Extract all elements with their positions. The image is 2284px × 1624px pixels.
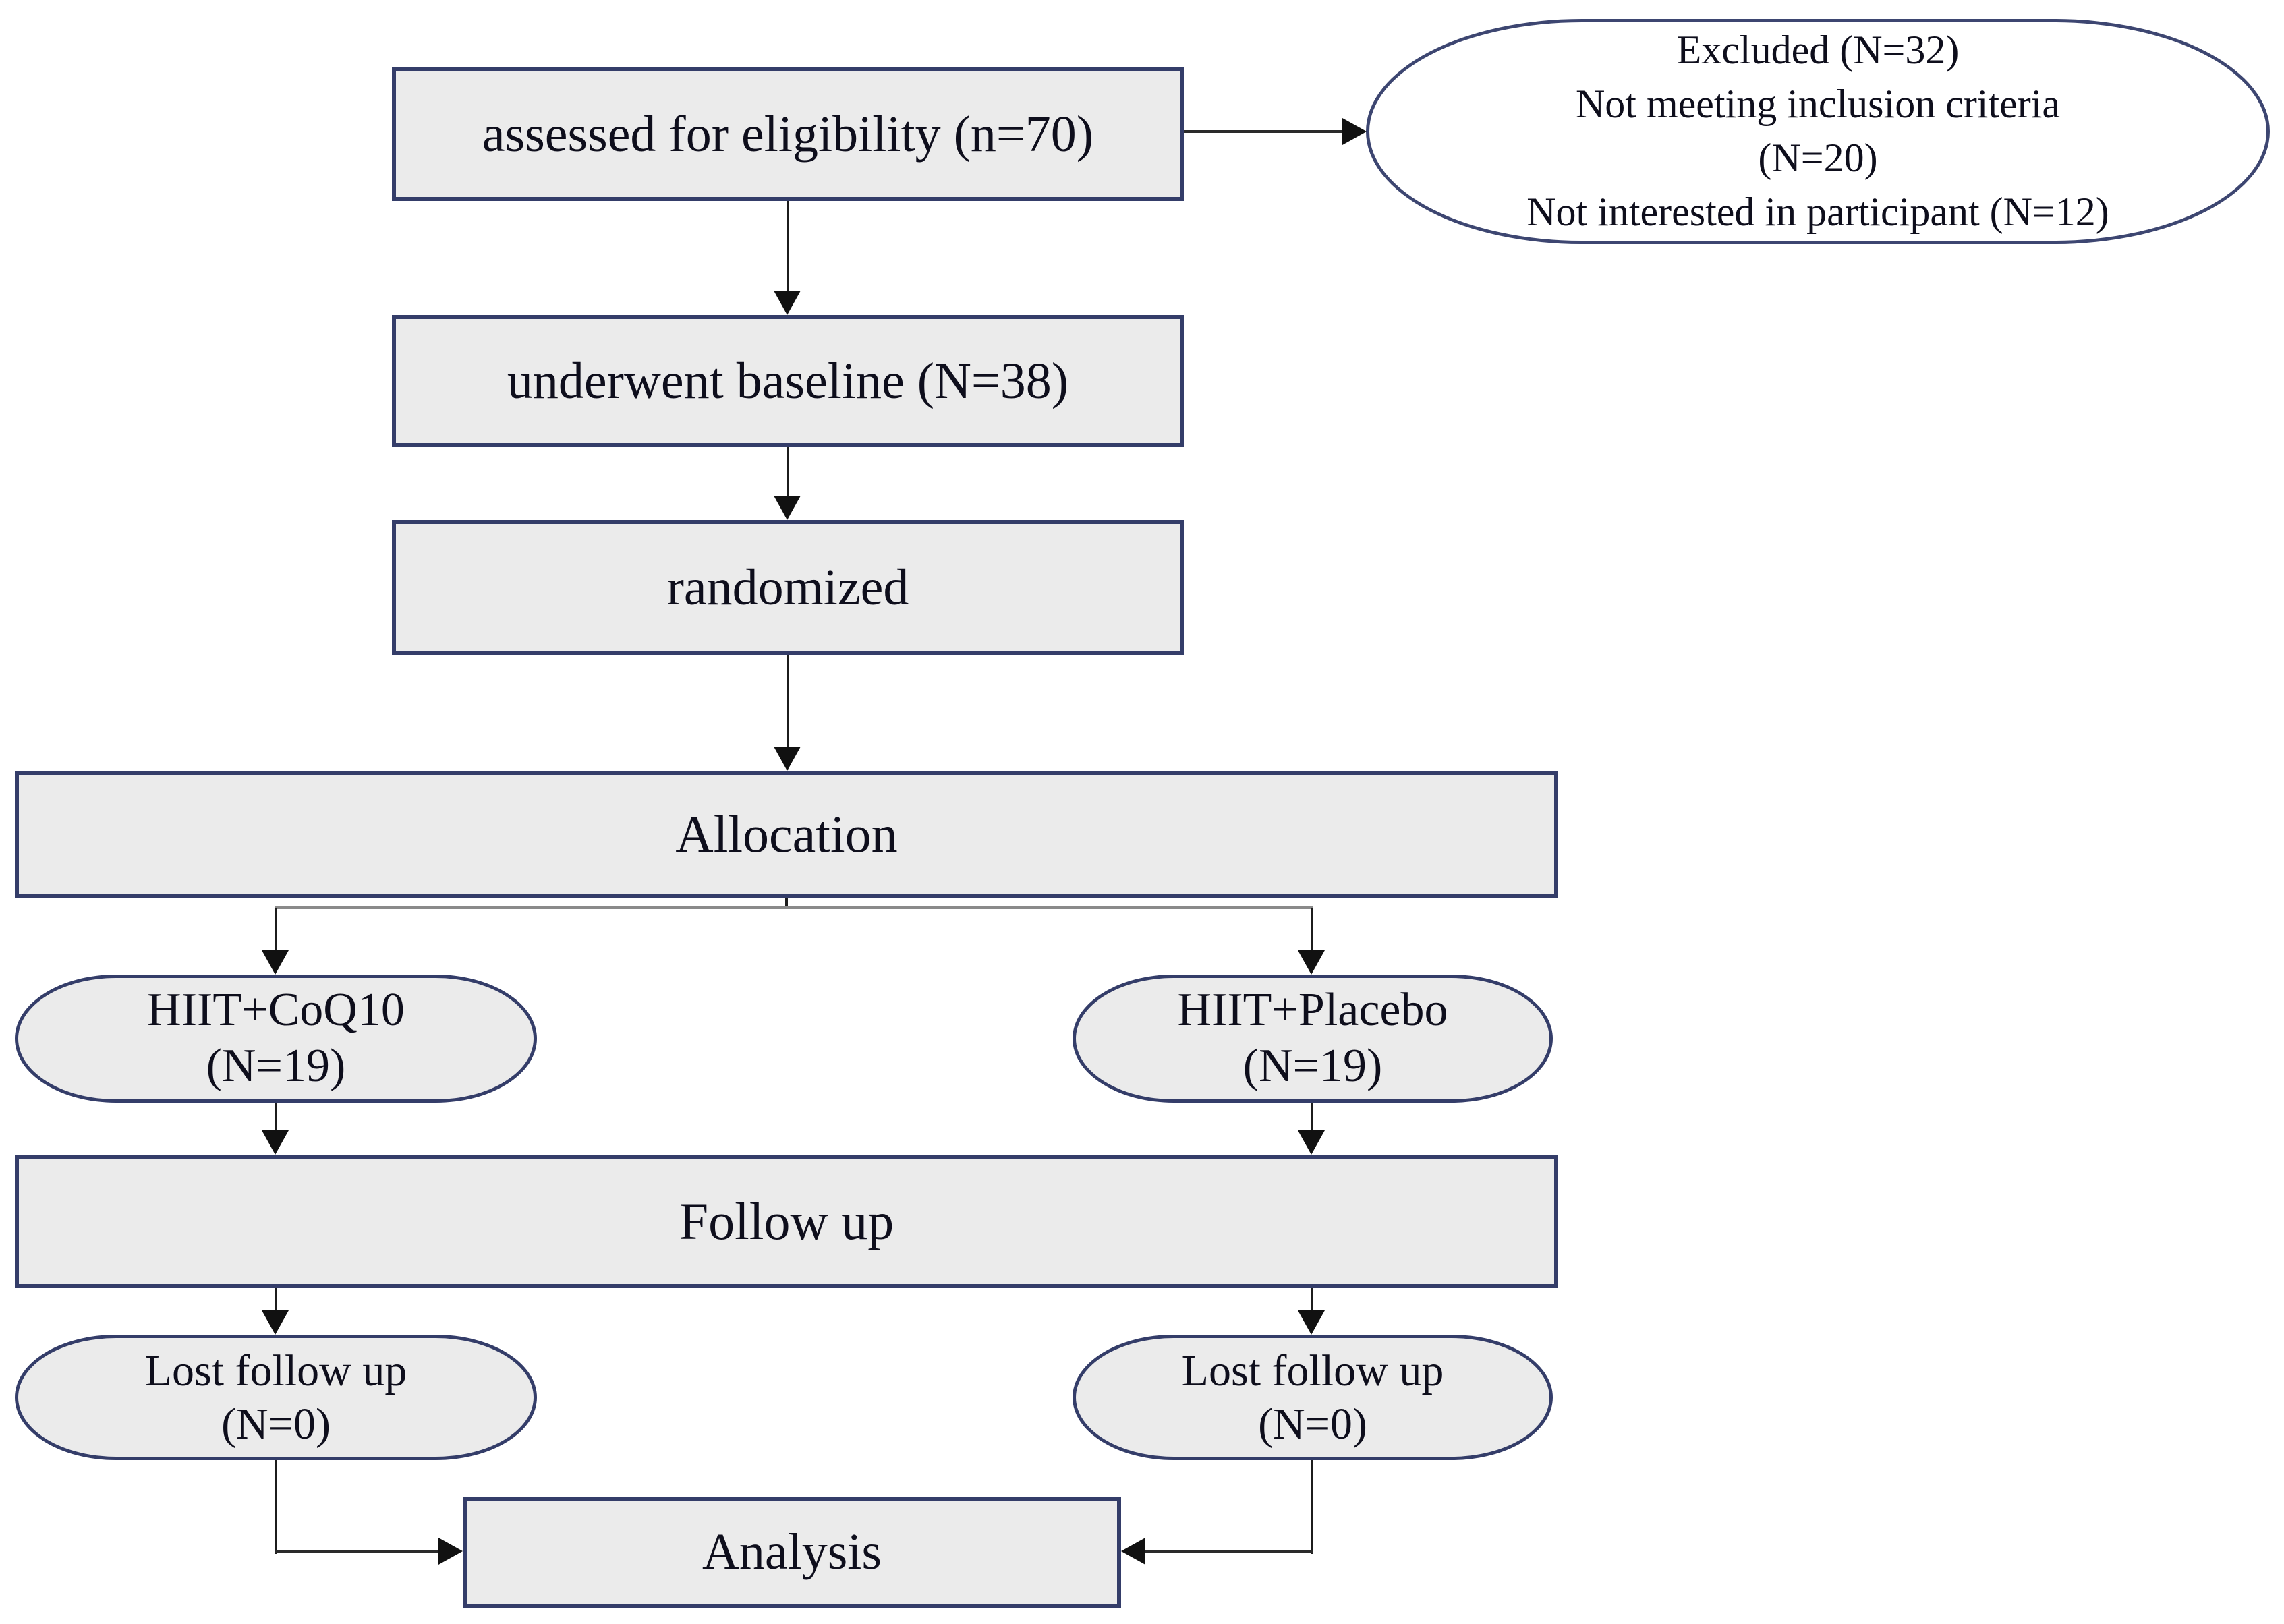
connector-coq10-to-followup: [275, 1103, 277, 1131]
arrowhead-down-icon: [1298, 950, 1325, 975]
connector-assessed-to-baseline: [787, 201, 789, 291]
node-label-line: (N=0): [221, 1399, 331, 1449]
node-label: randomized: [666, 558, 909, 616]
connector-lost-right-to-analysis: [1145, 1550, 1313, 1553]
arrowhead-down-icon: [262, 950, 289, 975]
node-label: Analysis: [702, 1524, 882, 1580]
node-label: Follow up: [679, 1192, 894, 1250]
arrowhead-right-icon: [1342, 118, 1367, 145]
node-label-line: HIIT+CoQ10: [147, 984, 405, 1037]
node-label-line: Not interested in participant (N=12): [1526, 189, 2109, 234]
arrowhead-down-icon: [774, 747, 801, 771]
node-assessed-for-eligibility: assessed for eligibility (n=70): [392, 67, 1184, 201]
connector-assessed-to-excluded: [1184, 130, 1344, 133]
arrowhead-left-icon: [1121, 1538, 1145, 1565]
arrowhead-down-icon: [1298, 1130, 1325, 1155]
node-lost-follow-up-left: Lost follow up (N=0): [15, 1335, 537, 1460]
connector-baseline-to-randomized: [787, 447, 789, 496]
node-underwent-baseline: underwent baseline (N=38): [392, 315, 1184, 447]
node-follow-up-band: Follow up: [15, 1155, 1558, 1288]
connector-allocation-to-coq10: [275, 908, 277, 951]
node-label-line: Lost follow up: [1181, 1345, 1444, 1395]
node-allocation-band: Allocation: [15, 771, 1558, 898]
node-excluded: Excluded (N=32) Not meeting inclusion cr…: [1366, 19, 2270, 244]
connector-allocation-stub: [785, 898, 788, 908]
arrowhead-down-icon: [774, 291, 801, 315]
connector-lost-left-to-analysis: [275, 1550, 440, 1553]
connector-placebo-to-followup: [1311, 1103, 1313, 1131]
node-hiit-coq10-group: HIIT+CoQ10 (N=19): [15, 975, 537, 1103]
node-label-line: Excluded (N=32): [1676, 28, 1960, 73]
node-label: underwent baseline (N=38): [507, 352, 1069, 409]
node-label-line: (N=19): [1243, 1040, 1383, 1092]
arrowhead-down-icon: [262, 1130, 289, 1155]
node-analysis: Analysis: [463, 1497, 1121, 1608]
node-randomized: randomized: [392, 520, 1184, 655]
arrowhead-down-icon: [1298, 1310, 1325, 1335]
node-label-line: Lost follow up: [144, 1345, 407, 1395]
node-label-line: (N=20): [1758, 136, 1878, 180]
connector-allocation-branch: [275, 906, 1313, 909]
node-hiit-placebo-group: HIIT+Placebo (N=19): [1073, 975, 1553, 1103]
connector-allocation-to-placebo: [1311, 908, 1313, 951]
node-label-line: (N=0): [1258, 1399, 1367, 1449]
arrowhead-right-icon: [438, 1538, 463, 1565]
node-label-line: (N=19): [206, 1040, 346, 1092]
connector-lost-right-down: [1311, 1460, 1313, 1554]
node-label: Allocation: [675, 805, 898, 863]
node-label: assessed for eligibility (n=70): [482, 105, 1094, 163]
arrowhead-down-icon: [262, 1310, 289, 1335]
connector-followup-to-lost-left: [275, 1288, 277, 1311]
arrowhead-down-icon: [774, 496, 801, 520]
connector-followup-to-lost-right: [1311, 1288, 1313, 1311]
connector-randomized-to-allocation: [787, 655, 789, 747]
connector-lost-left-down: [275, 1460, 277, 1554]
node-lost-follow-up-right: Lost follow up (N=0): [1073, 1335, 1553, 1460]
node-label-line: Not meeting inclusion criteria: [1575, 82, 2061, 127]
node-label-line: HIIT+Placebo: [1177, 984, 1448, 1037]
